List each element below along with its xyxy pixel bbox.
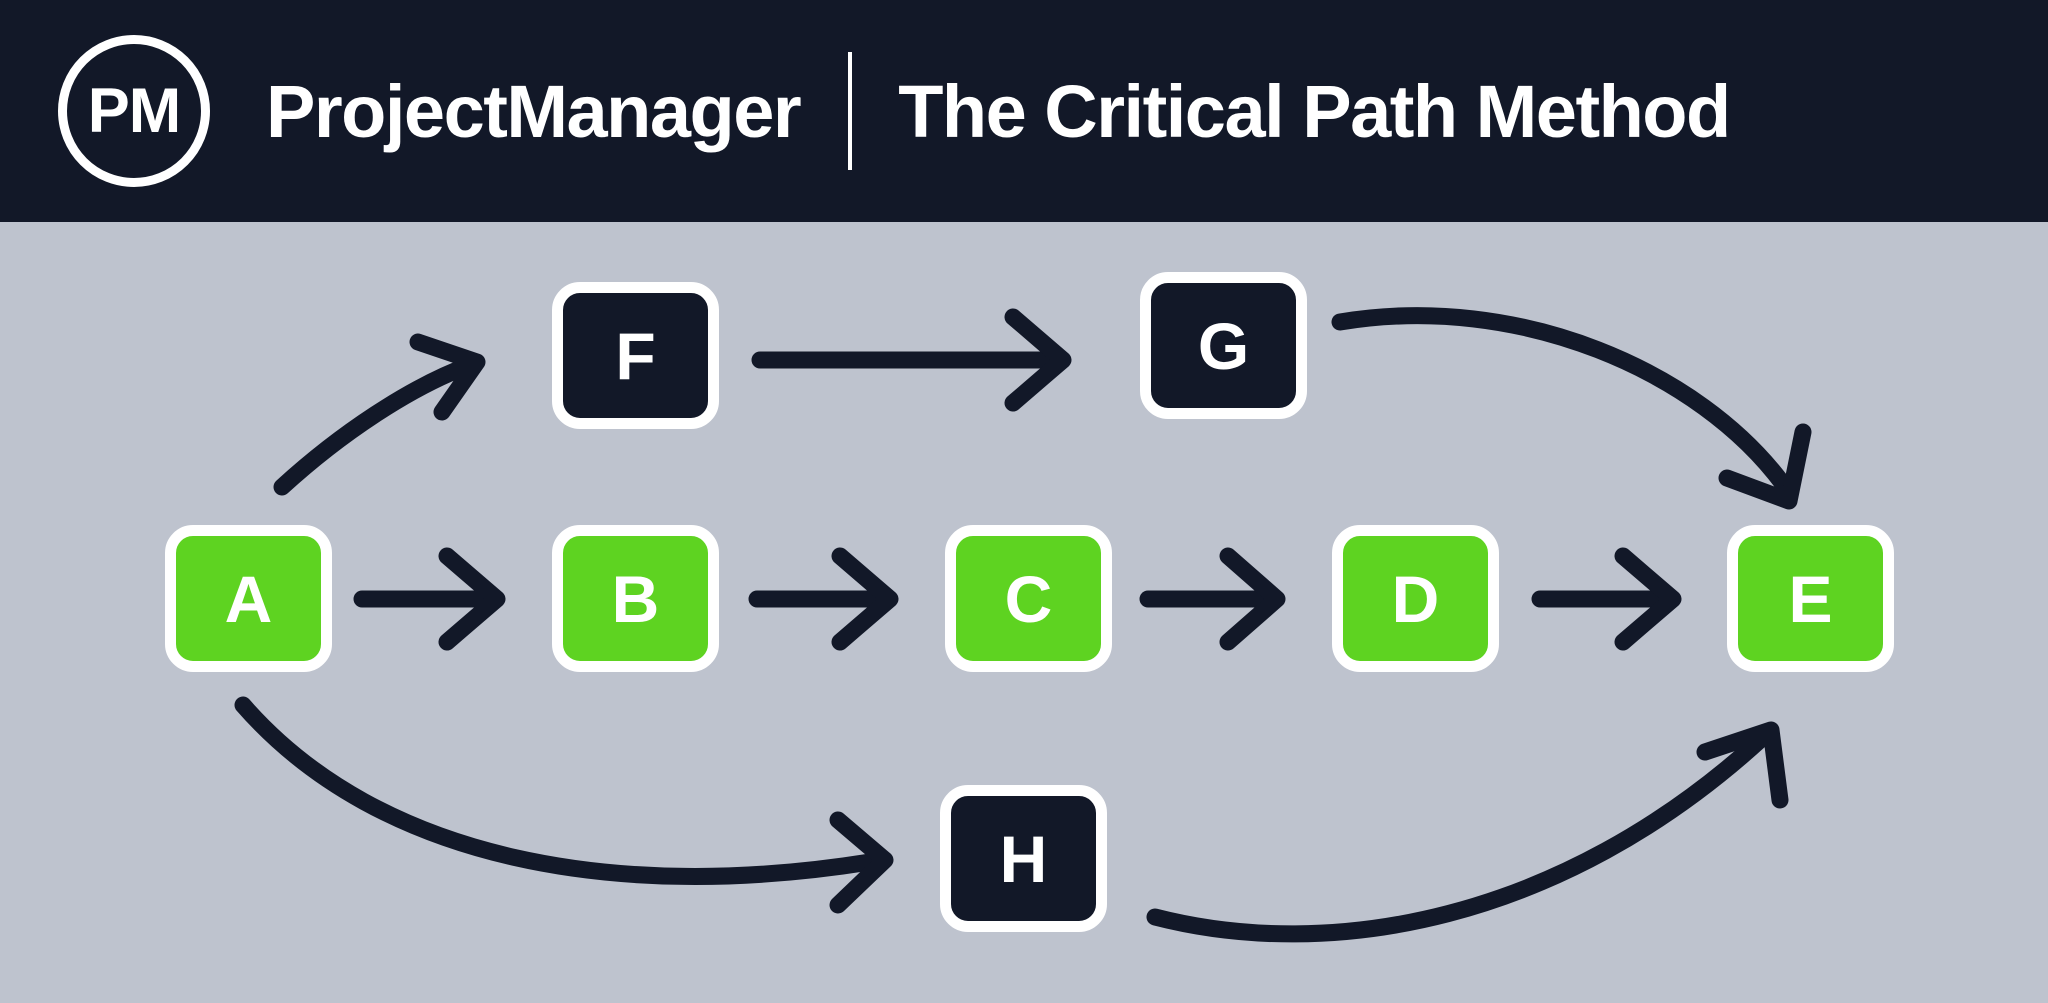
brand-name: ProjectManager (266, 69, 802, 153)
node-f[interactable]: F (552, 282, 719, 429)
node-d[interactable]: D (1332, 525, 1499, 672)
header-divider (848, 52, 853, 170)
header-bar: PM ProjectManager The Critical Path Meth… (0, 0, 2048, 222)
node-b-label: B (611, 561, 660, 636)
node-c-label: C (1004, 561, 1053, 636)
node-c[interactable]: C (945, 525, 1112, 672)
node-e-label: E (1788, 561, 1833, 636)
edge-a-to-f (273, 333, 486, 496)
logo-text: PM (87, 75, 182, 146)
pm-circle-logo-icon: PM (58, 35, 210, 187)
logo-ring-icon (58, 35, 210, 187)
node-a[interactable]: A (165, 525, 332, 672)
edge-b-to-c (748, 547, 899, 651)
node-g-label: G (1197, 308, 1250, 383)
edge-h-to-e (1146, 721, 1789, 943)
diagram-canvas: A B C D E F G H (0, 222, 2048, 1003)
edge-f-to-g (751, 308, 1072, 412)
node-e[interactable]: E (1727, 525, 1894, 672)
node-h-label: H (999, 821, 1048, 896)
node-f-label: F (615, 318, 656, 393)
edge-d-to-e (1531, 547, 1682, 651)
edge-a-to-b (353, 547, 506, 651)
node-g[interactable]: G (1140, 272, 1307, 419)
page-title: The Critical Path Method (898, 69, 1731, 153)
edge-g-to-e (1331, 307, 1812, 510)
edge-a-to-h (234, 696, 894, 914)
node-b[interactable]: B (552, 525, 719, 672)
node-h[interactable]: H (940, 785, 1107, 932)
edge-layer (234, 307, 1812, 943)
node-a-label: A (224, 561, 273, 636)
node-d-label: D (1391, 561, 1440, 636)
edge-c-to-d (1139, 547, 1286, 651)
